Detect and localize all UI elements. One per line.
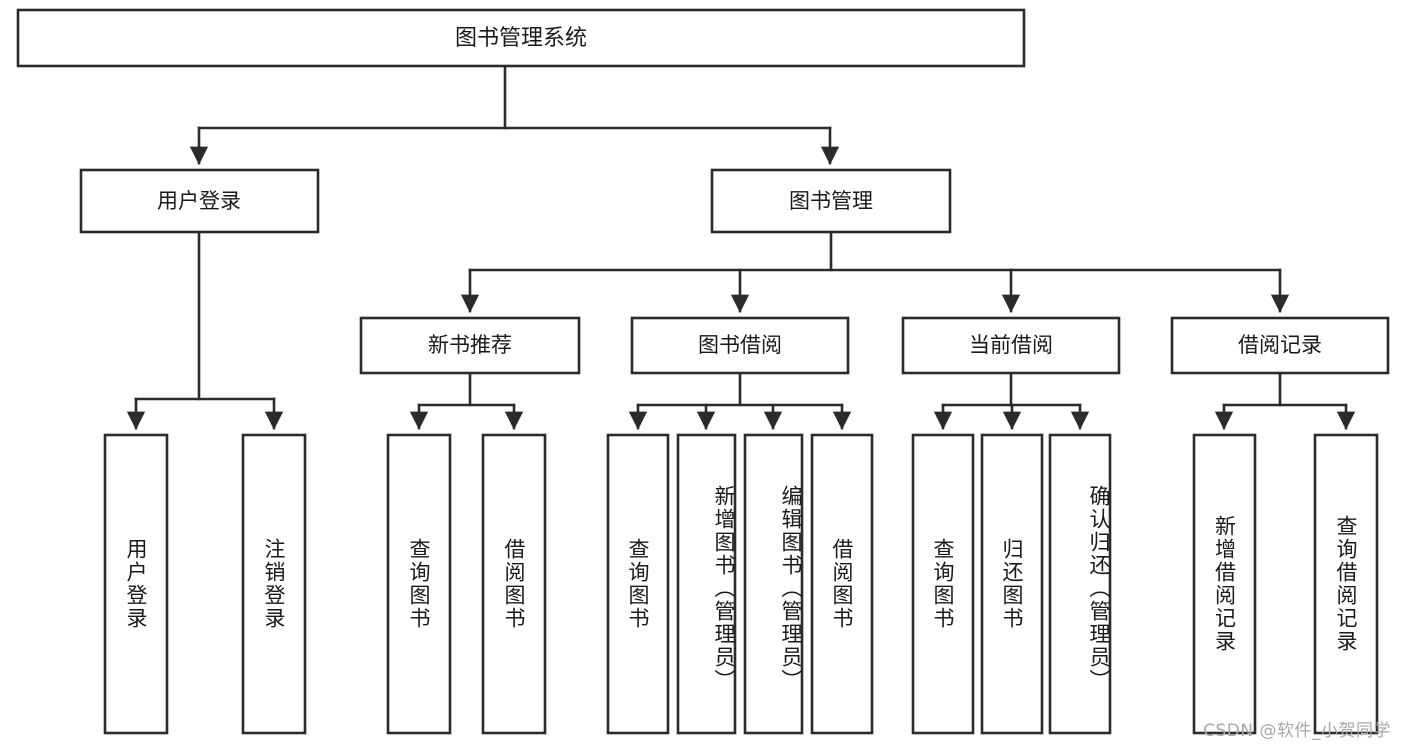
node-book-manage[interactable]: 图书管理 bbox=[710, 168, 952, 234]
connector-root-to-level2 bbox=[189, 64, 840, 165]
node-borrow-record[interactable]: 借阅记录 bbox=[1170, 316, 1390, 375]
leaf-box-query-books-c[interactable] bbox=[911, 433, 975, 735]
leaf-box-query-record[interactable] bbox=[1313, 433, 1379, 735]
leaf-box-user-login[interactable] bbox=[103, 433, 169, 735]
node-book-borrow[interactable]: 图书借阅 bbox=[630, 316, 850, 375]
leaf-box-add-record[interactable] bbox=[1192, 433, 1257, 735]
connector-newbook-to-leaves bbox=[409, 371, 524, 430]
node-current-borrow[interactable]: 当前借阅 bbox=[901, 316, 1121, 375]
leaf-box-query-books-b[interactable] bbox=[606, 433, 670, 735]
connector-bookmanage-to-level3 bbox=[460, 230, 1290, 313]
leaf-box-borrow-books-b[interactable] bbox=[810, 433, 874, 735]
leaf-box-add-book-admin[interactable] bbox=[676, 433, 737, 735]
leaf-box-edit-book-admin[interactable] bbox=[743, 433, 804, 735]
node-user-login[interactable]: 用户登录 bbox=[79, 168, 320, 234]
leaf-box-logout-login[interactable] bbox=[241, 433, 307, 735]
connector-currentborrow-to-leaves bbox=[933, 371, 1090, 430]
node-user-login-label: 用户登录 bbox=[157, 189, 241, 213]
node-new-book-recommend-label: 新书推荐 bbox=[428, 333, 512, 357]
leaf-box-query-books-a[interactable] bbox=[386, 433, 452, 735]
leaf-rects bbox=[103, 433, 1379, 735]
node-new-book-recommend[interactable]: 新书推荐 bbox=[359, 316, 581, 375]
leaf-box-return-books[interactable] bbox=[980, 433, 1044, 735]
connector-bookborrow-to-leaves bbox=[628, 371, 852, 430]
leaf-box-borrow-books-a[interactable] bbox=[481, 433, 547, 735]
connector-borrowrecord-to-leaves bbox=[1214, 371, 1356, 430]
watermark: CSDN @软件_小贺同学 bbox=[1203, 721, 1391, 741]
node-current-borrow-label: 当前借阅 bbox=[969, 333, 1053, 357]
connector-userlogin-to-leaves bbox=[126, 230, 284, 430]
node-book-borrow-label: 图书借阅 bbox=[698, 333, 782, 357]
node-borrow-record-label: 借阅记录 bbox=[1238, 333, 1322, 357]
node-book-manage-label: 图书管理 bbox=[789, 189, 873, 213]
node-root[interactable]: 图书管理系统 bbox=[16, 8, 1026, 68]
leaf-box-confirm-return[interactable] bbox=[1048, 433, 1112, 735]
node-root-label: 图书管理系统 bbox=[455, 26, 587, 51]
